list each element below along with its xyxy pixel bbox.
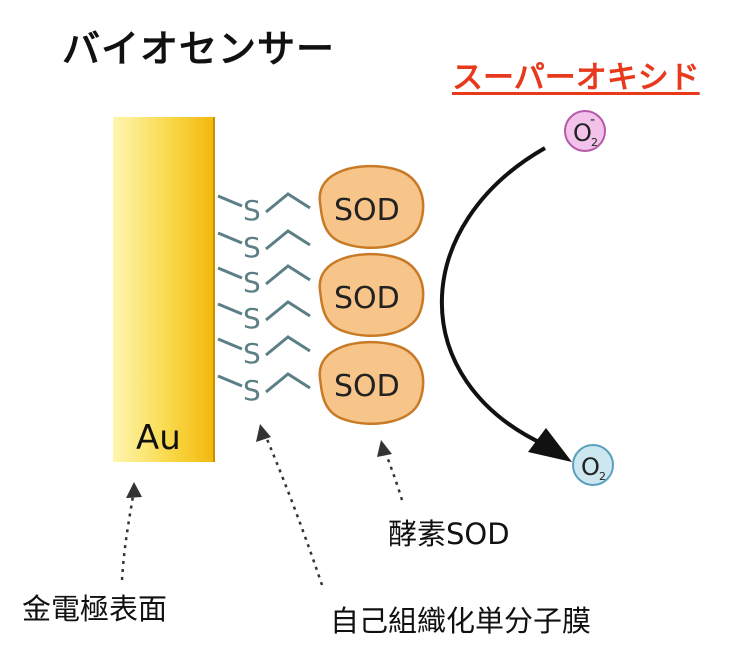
superoxide-label: スーパーオキシド (452, 60, 700, 96)
gold-electrode (113, 117, 215, 462)
sulfur-label: S (243, 337, 261, 370)
sulfur-label: S (243, 374, 261, 407)
o2m-base: O (573, 119, 592, 147)
linker-chain: S (217, 300, 311, 335)
caption-gold-electrode-surface: 金電極表面 (22, 592, 168, 626)
sulfur-label: S (243, 266, 261, 299)
sulfur-label: S (243, 194, 261, 227)
pointer-electrode (120, 489, 136, 581)
pointer-enzyme-head (377, 440, 392, 457)
caption-self-assembled-monolayer: 自己組織化単分子膜 (330, 604, 592, 638)
sod-enzymes: SOD SOD SOD (318, 164, 425, 425)
pointer-enzyme (382, 447, 404, 501)
o2m-sub: 2 (591, 136, 598, 149)
linker-chain: S (217, 335, 311, 370)
sod-enzyme: SOD (318, 252, 425, 337)
sod-label: SOD (334, 193, 400, 228)
linker-chain: S (217, 192, 311, 227)
sod-enzyme: SOD (318, 340, 425, 425)
o2m-sup: - (590, 112, 595, 128)
superoxide-molecule: O 2 - (564, 110, 606, 152)
linker-chain: S (217, 264, 311, 299)
sulfur-label: S (243, 302, 261, 335)
pointer-sam (262, 431, 324, 586)
reaction-arrow (439, 146, 546, 447)
sod-label: SOD (334, 281, 400, 316)
caption-enzyme-sod: 酵素SOD (388, 517, 510, 551)
page-title: バイオセンサー (62, 27, 336, 71)
pointer-sam-head (256, 424, 271, 442)
sod-label: SOD (334, 369, 400, 404)
pointer-heads (126, 424, 392, 498)
linker-chain: S (217, 229, 311, 264)
pointer-electrode-head (126, 482, 142, 498)
o2-base: O (581, 453, 600, 481)
electrode-au-label: Au (136, 418, 181, 458)
o2-sub: 2 (599, 470, 606, 483)
oxygen-molecule: O 2 (572, 444, 614, 486)
linker-chain: S (217, 372, 311, 407)
sod-enzyme: SOD (318, 164, 425, 249)
sulfur-label: S (243, 231, 261, 264)
reaction-arrow-head (528, 428, 572, 462)
